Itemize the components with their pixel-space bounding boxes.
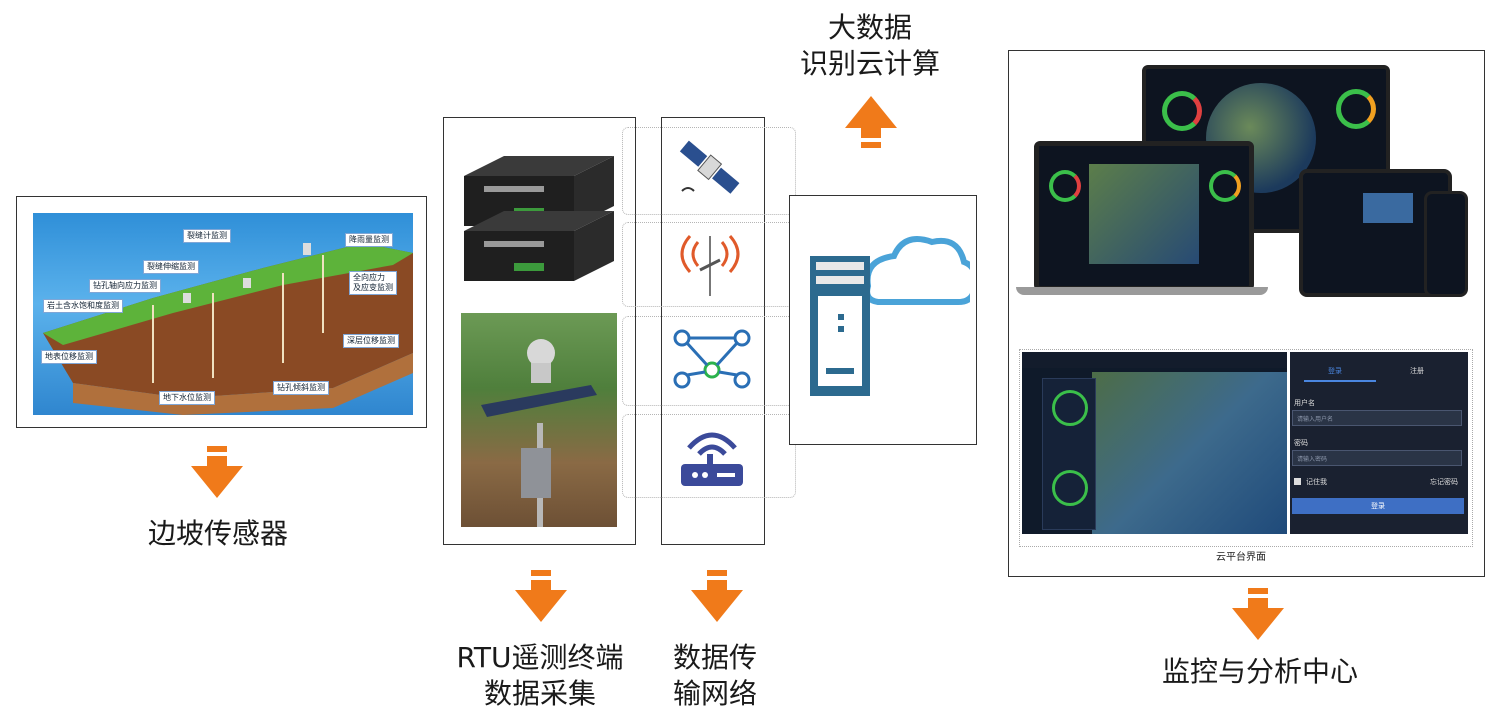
remember-label: 记住我 [1306, 478, 1327, 486]
tag-crack-extension: 裂缝伸缩监测 [143, 260, 199, 274]
slope-illustration: 裂缝计监测 降雨量监测 裂缝伸缩监测 全向应力 及应变监测 钻孔轴向应力监测 岩… [33, 213, 413, 415]
forgot-link[interactable]: 忘记密码 [1430, 478, 1458, 486]
tag-borehole-tilt: 钻孔倾斜监测 [273, 381, 329, 395]
platform-screenshot: 登录 注册 用户名 请输入用户名 密码 请输入密码 记住我 忘记密码 登录 云平… [1019, 349, 1473, 563]
network-icon [673, 329, 751, 389]
username-label: 用户名 [1294, 399, 1315, 407]
password-field[interactable]: 请输入密码 [1292, 450, 1462, 466]
label-slope-sensor: 边坡传感器 [147, 517, 288, 550]
tag-rainfall: 降雨量监测 [345, 233, 393, 247]
tag-stress-strain: 全向应力 及应变监测 [349, 271, 397, 295]
cloud-server-panel [789, 195, 977, 445]
arrow-down-rtu [515, 570, 567, 622]
username-field[interactable]: 请输入用户名 [1292, 410, 1462, 426]
password-label: 密码 [1294, 439, 1308, 447]
tag-moisture: 岩土含水饱和度监测 [43, 299, 123, 313]
login-panel: 登录 注册 用户名 请输入用户名 密码 请输入密码 记住我 忘记密码 登录 [1290, 352, 1468, 534]
tab-login[interactable]: 登录 [1328, 367, 1342, 375]
satellite-icon [679, 140, 740, 194]
label-center: 监控与分析中心 [1161, 655, 1358, 688]
tag-surface-displacement: 地表位移监测 [41, 350, 97, 364]
slope-terrain [43, 243, 413, 415]
login-button[interactable]: 登录 [1292, 498, 1464, 514]
rtu-device-image [464, 156, 614, 281]
tab-register[interactable]: 注册 [1410, 367, 1424, 375]
remember-checkbox[interactable] [1294, 478, 1301, 485]
arrow-down-transmission [691, 570, 743, 622]
phone [1424, 191, 1468, 297]
radio-tower-icon [680, 235, 740, 296]
laptop [1034, 141, 1254, 291]
arrow-up-cloud [845, 96, 897, 148]
tag-crack-gauge: 裂缝计监测 [183, 229, 231, 243]
slope-sensor-panel: 裂缝计监测 降雨量监测 裂缝伸缩监测 全向应力 及应变监测 钻孔轴向应力监测 岩… [16, 196, 427, 428]
platform-map-view [1022, 352, 1287, 534]
label-rtu: RTU遥测终端 数据采集 [456, 641, 624, 710]
label-bigdata: 大数据 识别云计算 [799, 11, 940, 80]
router-icon [681, 432, 743, 486]
server-cloud-icon [810, 236, 970, 396]
tag-deep-displacement: 深层位移监测 [343, 334, 399, 348]
arrow-down-slope [191, 446, 243, 498]
platform-caption: 云平台界面 [1216, 552, 1266, 563]
tag-borehole-axial: 钻孔轴向应力监测 [89, 279, 161, 293]
satellite-row [622, 127, 796, 215]
center-panel: 登录 注册 用户名 请输入用户名 密码 请输入密码 记住我 忘记密码 登录 云平… [1008, 50, 1485, 577]
tag-groundwater: 地下水位监测 [159, 391, 215, 405]
label-transmission: 数据传 输网络 [672, 641, 757, 710]
arrow-down-center [1232, 588, 1284, 640]
router-row [622, 414, 796, 498]
rtu-panel [443, 117, 636, 545]
rtu-field-photo [461, 313, 617, 527]
devices-mockup [1014, 61, 1474, 311]
